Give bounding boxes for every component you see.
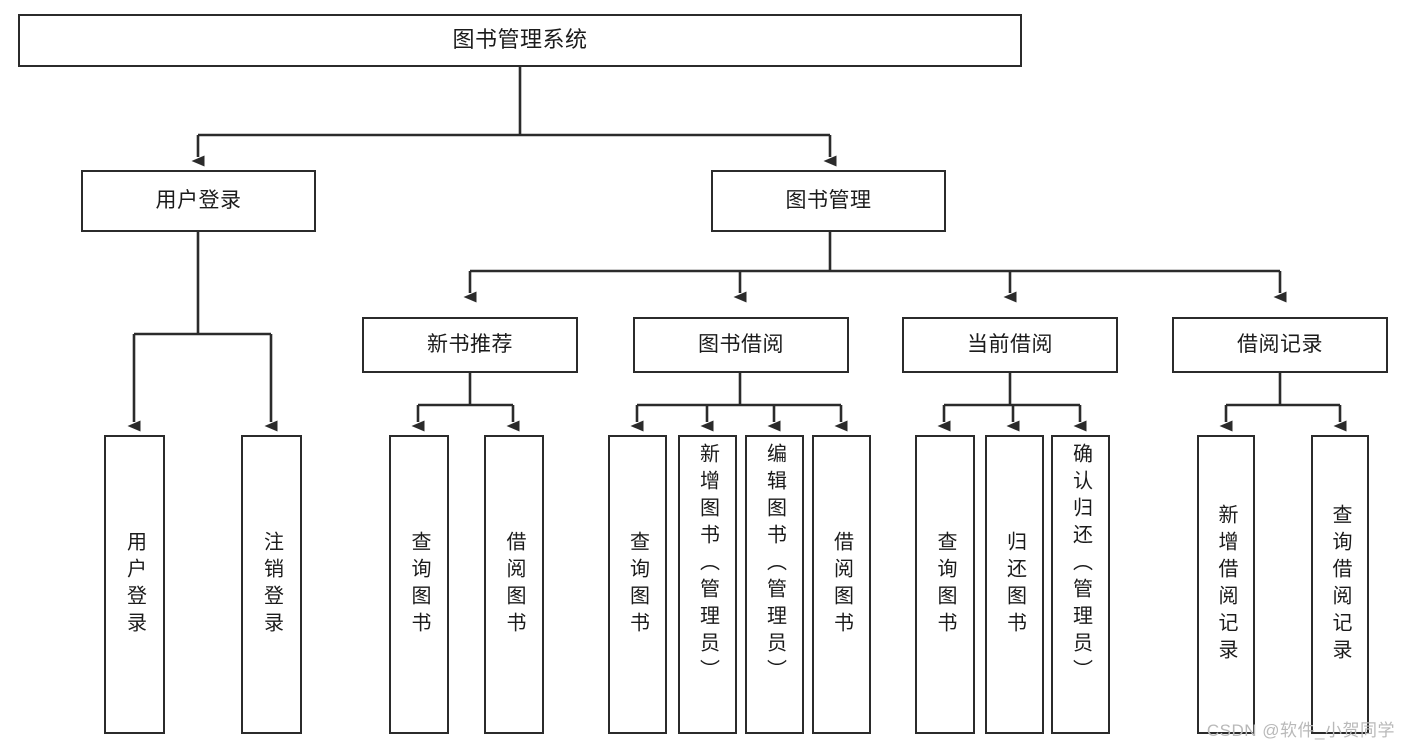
- leaf-logout[interactable]: 注销登录: [241, 435, 302, 734]
- leaf-return-book[interactable]: 归还图书: [985, 435, 1044, 734]
- node-user-login-label: 用户登录: [155, 189, 242, 213]
- node-borrow-record-label: 借阅记录: [1237, 333, 1323, 357]
- leaf-query-record-label: 查询借阅记录: [1329, 503, 1351, 666]
- leaf-borrow-book-1-label: 借阅图书: [503, 530, 525, 639]
- leaf-logout-label: 注销登录: [260, 530, 283, 639]
- node-book-management-label: 图书管理: [785, 189, 872, 213]
- node-root-label: 图书管理系统: [452, 27, 588, 53]
- node-book-borrow[interactable]: 图书借阅: [633, 317, 849, 373]
- node-borrow-record[interactable]: 借阅记录: [1172, 317, 1388, 373]
- leaf-add-record-label: 新增借阅记录: [1215, 503, 1237, 666]
- node-current-borrow[interactable]: 当前借阅: [902, 317, 1118, 373]
- leaf-query-book-2-label: 查询图书: [626, 530, 649, 639]
- leaf-query-book-1-label: 查询图书: [408, 530, 430, 639]
- node-new-book-recommend-label: 新书推荐: [427, 333, 513, 357]
- node-root[interactable]: 图书管理系统: [18, 14, 1022, 67]
- leaf-query-book-2[interactable]: 查询图书: [608, 435, 667, 734]
- leaf-return-book-label: 归还图书: [1003, 530, 1026, 639]
- leaf-borrow-book-2[interactable]: 借阅图书: [812, 435, 871, 734]
- leaf-add-book[interactable]: 新增图书（管理员）: [678, 435, 737, 734]
- leaf-add-book-label: 新增图书（管理员）: [696, 443, 719, 686]
- node-current-borrow-label: 当前借阅: [967, 333, 1053, 357]
- leaf-borrow-book-1[interactable]: 借阅图书: [484, 435, 544, 734]
- leaf-borrow-book-2-label: 借阅图书: [830, 530, 853, 639]
- node-book-management[interactable]: 图书管理: [711, 170, 946, 232]
- node-user-login[interactable]: 用户登录: [81, 170, 316, 232]
- leaf-edit-book-label: 编辑图书（管理员）: [763, 443, 786, 686]
- node-new-book-recommend[interactable]: 新书推荐: [362, 317, 578, 373]
- leaf-confirm-return-label: 确认归还（管理员）: [1069, 443, 1092, 686]
- leaf-add-record[interactable]: 新增借阅记录: [1197, 435, 1255, 734]
- node-book-borrow-label: 图书借阅: [698, 333, 784, 357]
- leaf-user-login-label: 用户登录: [123, 530, 146, 639]
- leaf-query-book-3[interactable]: 查询图书: [915, 435, 975, 734]
- leaf-query-record[interactable]: 查询借阅记录: [1311, 435, 1369, 734]
- leaf-confirm-return[interactable]: 确认归还（管理员）: [1051, 435, 1110, 734]
- leaf-user-login[interactable]: 用户登录: [104, 435, 165, 734]
- leaf-query-book-3-label: 查询图书: [934, 530, 956, 639]
- leaf-query-book-1[interactable]: 查询图书: [389, 435, 449, 734]
- leaf-edit-book[interactable]: 编辑图书（管理员）: [745, 435, 804, 734]
- watermark: CSDN @软件_小贺同学: [1206, 721, 1395, 740]
